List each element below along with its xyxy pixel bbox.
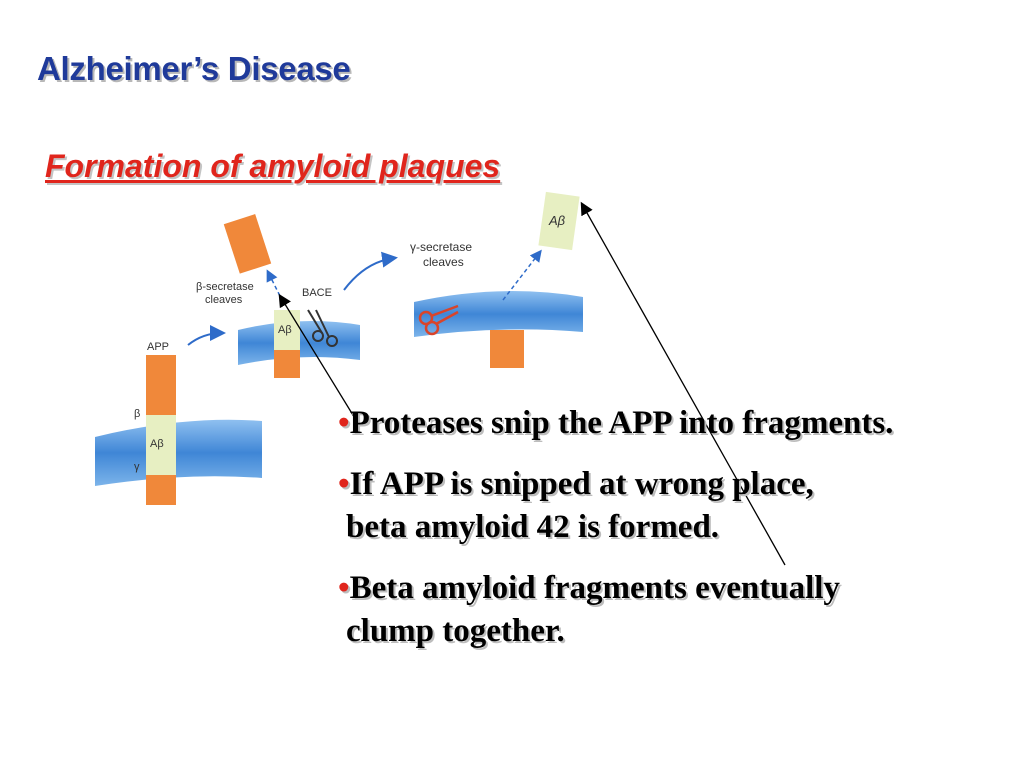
- bullet-marker: •: [338, 466, 350, 502]
- beta-site-label: β: [134, 408, 140, 420]
- bullet-marker: •: [338, 405, 350, 441]
- abeta-peptide-released: [538, 191, 580, 251]
- aicd-fragment: [490, 330, 524, 368]
- scissors-icon: [307, 309, 338, 347]
- bullet-text-line2: clump together.: [346, 613, 565, 649]
- bullet-text: Proteases snip the APP into fragments.: [349, 405, 894, 441]
- abeta-region-left: [146, 415, 176, 475]
- bullet-list: •Proteases snip the APP into fragments. …: [338, 402, 1018, 653]
- beta-secretase-label: β-secretase: [196, 281, 254, 293]
- bullet-item: •Proteases snip the APP into fragments.: [338, 402, 1018, 445]
- gamma-site-label: γ: [134, 461, 140, 473]
- bullet-text-line2: beta amyloid 42 is formed.: [346, 509, 720, 545]
- slide-title: Alzheimer’s Disease: [37, 50, 351, 87]
- release-dashed-arrow-2: [502, 249, 542, 301]
- bullet-marker: •: [338, 570, 350, 606]
- membrane-left: [95, 419, 262, 486]
- arrow-to-bace-step: [187, 325, 226, 346]
- bace-label: BACE: [302, 287, 332, 299]
- app-ectodomain-fragment: [146, 355, 176, 415]
- gamma-secretase-cleaves-label: cleaves: [423, 255, 464, 269]
- bullet-item: •If APP is snipped at wrong place, beta …: [338, 463, 1018, 549]
- gamma-secretase-label: γ-secretase: [410, 240, 472, 254]
- arrow-to-gamma-step: [343, 251, 398, 291]
- release-dashed-arrow: [266, 269, 284, 303]
- abeta-label-left: Aβ: [150, 438, 164, 450]
- abeta-region-middle: [274, 310, 300, 350]
- slide-subtitle: Formation of amyloid plaques: [45, 148, 501, 184]
- app-intracellular-fragment: [146, 475, 176, 505]
- pointer-arrow-to-bace-site: [278, 293, 357, 421]
- bullet-text-line1: If APP is snipped at wrong place,: [349, 466, 814, 502]
- app-label: APP: [147, 341, 169, 353]
- bullet-item: •Beta amyloid fragments eventually clump…: [338, 567, 1018, 653]
- released-fragment: [223, 214, 272, 274]
- bullet-text-line1: Beta amyloid fragments eventually: [349, 570, 840, 606]
- c-terminal-fragment-middle: [274, 350, 300, 378]
- abeta-label-middle: Aβ: [278, 324, 292, 336]
- membrane-right: [414, 291, 583, 337]
- red-scissors-icon: [418, 304, 459, 336]
- beta-secretase-cleaves-label: cleaves: [205, 294, 243, 306]
- pointer-arrow-to-abeta: [580, 201, 786, 566]
- abeta-label-released: Aβ: [548, 213, 566, 228]
